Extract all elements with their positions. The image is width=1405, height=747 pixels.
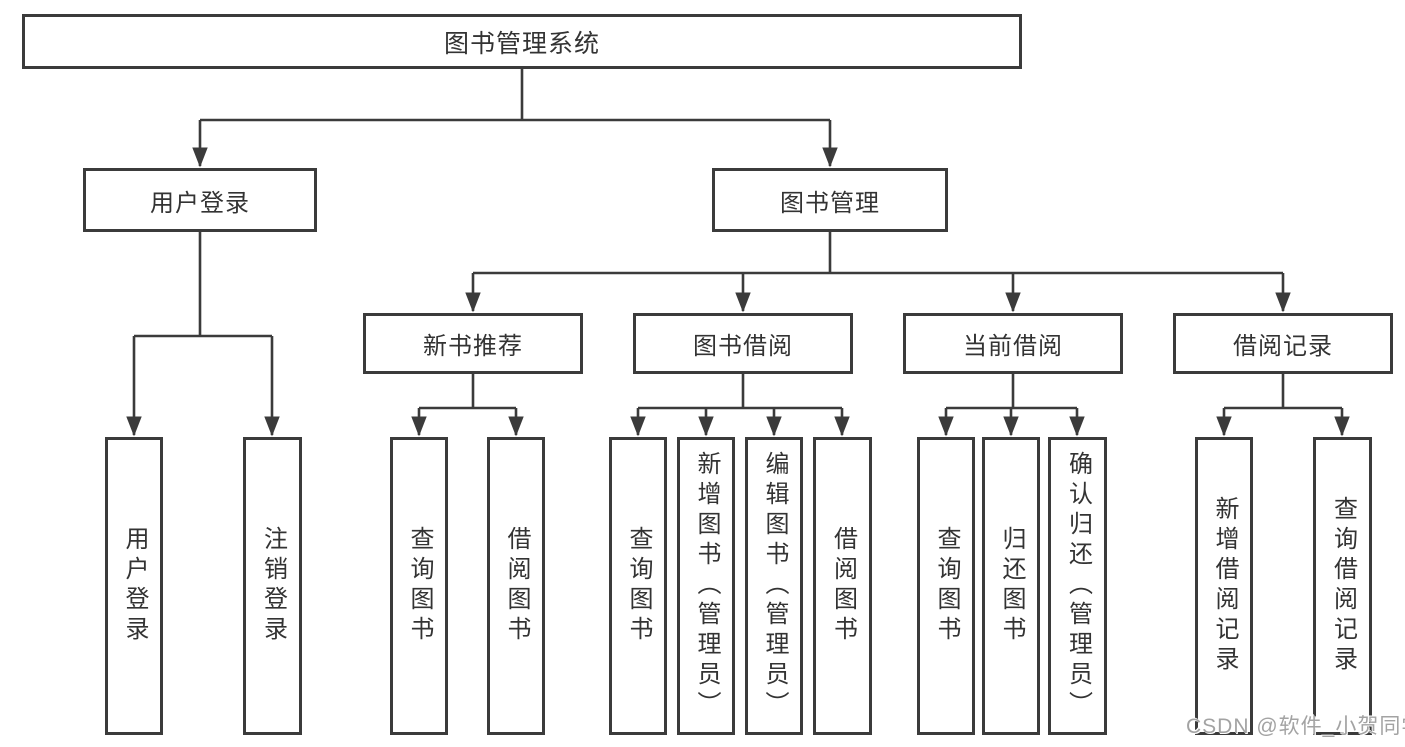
leaf-query-borrow-record: 查询借阅记录 [1313, 437, 1372, 735]
leaf-add-book-admin: 新增图书（管理员） [677, 437, 735, 735]
trunk-new-books [419, 374, 516, 410]
trunk-user-login [134, 232, 272, 338]
leaf-query-book-borrowing: 查询图书 [609, 437, 667, 735]
leaf-borrow-book-recommend: 借阅图书 [487, 437, 545, 735]
node-current-borrowing: 当前借阅 [903, 313, 1123, 374]
leaf-add-borrow-record: 新增借阅记录 [1195, 437, 1253, 735]
node-book-borrowing: 图书借阅 [633, 313, 853, 374]
node-book-management: 图书管理 [712, 168, 948, 232]
leaf-borrow-book: 借阅图书 [813, 437, 872, 735]
trunk-book-borrow [638, 374, 842, 410]
node-borrowing-records: 借阅记录 [1173, 313, 1393, 374]
leaf-query-book-recommend: 查询图书 [390, 437, 448, 735]
leaf-confirm-return-admin: 确认归还（管理员） [1048, 437, 1107, 735]
trunk-current-borrow [946, 374, 1077, 410]
leaf-user-login: 用户登录 [105, 437, 163, 735]
leaf-logout: 注销登录 [243, 437, 302, 735]
leaf-return-book: 归还图书 [982, 437, 1040, 735]
trunk-root [200, 69, 830, 122]
leaf-edit-book-admin: 编辑图书（管理员） [745, 437, 803, 735]
trunk-book-mgmt [473, 232, 1283, 275]
node-user-login: 用户登录 [83, 168, 317, 232]
node-new-book-recommend: 新书推荐 [363, 313, 583, 374]
leaf-query-book-current: 查询图书 [917, 437, 975, 735]
node-root-system: 图书管理系统 [22, 14, 1022, 69]
trunk-borrow-records [1224, 374, 1342, 410]
csdn-watermark: CSDN @软件_小贺同学 [1186, 715, 1405, 738]
